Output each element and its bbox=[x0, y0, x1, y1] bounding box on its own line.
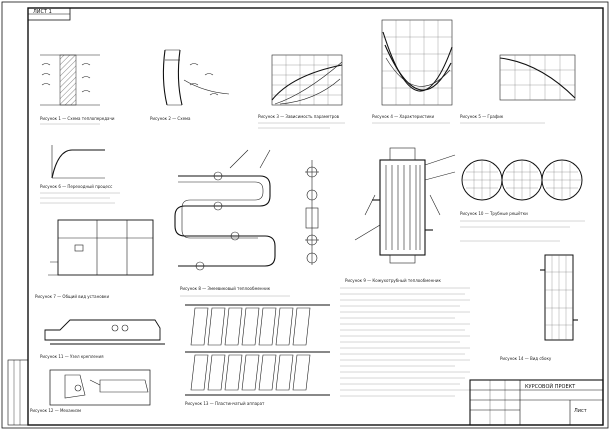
title-block: КУРСОВОЙ ПРОЕКТ Лист bbox=[469, 379, 604, 426]
caption-wall-left: Рисунок 1 — Схема теплопередачи bbox=[40, 116, 115, 121]
figure-wall-mid: Рисунок 2 — Схема bbox=[150, 49, 230, 121]
caption-curves-b: Рисунок 4 — Характеристики bbox=[372, 114, 434, 119]
caption-wall-mid: Рисунок 2 — Схема bbox=[150, 116, 191, 121]
corner-label: ЛИСТ 1 bbox=[33, 9, 52, 15]
figure-mechanism: Рисунок 12 — Механизм bbox=[30, 369, 151, 413]
description-lines bbox=[340, 287, 470, 397]
figure-plates: Рисунок 13 — Пластинчатый аппарат bbox=[185, 304, 330, 406]
binding-strip bbox=[7, 359, 29, 426]
figure-tubesheets: Рисунок 10 — Трубные решётки bbox=[460, 159, 585, 242]
figure-step: Рисунок 6 — Переходный процесс bbox=[40, 145, 120, 204]
stamp-sheet: Лист bbox=[574, 408, 587, 414]
caption-mech: Рисунок 12 — Механизм bbox=[30, 408, 81, 413]
figure-curve-c: Рисунок 5 — График bbox=[460, 54, 576, 124]
figure-block-unit: Рисунок 7 — Общий вид установки bbox=[35, 219, 154, 299]
caption-coil: Рисунок 8 — Змеевиковый теплообменник bbox=[180, 286, 271, 291]
caption-step: Рисунок 6 — Переходный процесс bbox=[40, 184, 112, 189]
figure-side-view: Рисунок 14 — Вид сбоку bbox=[500, 254, 578, 361]
caption-block: Рисунок 7 — Общий вид установки bbox=[35, 294, 109, 299]
inner-frame bbox=[27, 7, 604, 426]
caption-curves-a: Рисунок 3 — Зависимость параметров bbox=[258, 114, 340, 119]
corner-label-box: ЛИСТ 1 bbox=[27, 7, 71, 21]
figure-wall-left: Рисунок 1 — Схема теплопередачи bbox=[40, 54, 115, 125]
figure-shell-tube: Рисунок 9 — Кожухотрубный теплообменник bbox=[345, 147, 456, 283]
caption-curve-c: Рисунок 5 — График bbox=[460, 114, 504, 119]
caption-shell: Рисунок 9 — Кожухотрубный теплообменник bbox=[345, 278, 441, 283]
caption-bar: Рисунок 11 — Узел крепления bbox=[40, 354, 104, 359]
caption-side: Рисунок 14 — Вид сбоку bbox=[500, 356, 552, 361]
figure-chain bbox=[305, 160, 319, 265]
figure-curves-a: Рисунок 3 — Зависимость параметров bbox=[258, 54, 345, 129]
caption-plates: Рисунок 13 — Пластинчатый аппарат bbox=[185, 401, 265, 406]
stamp-title: КУРСОВОЙ ПРОЕКТ bbox=[525, 383, 576, 390]
caption-tubesheets: Рисунок 10 — Трубные решётки bbox=[460, 211, 528, 216]
figure-curves-b: Рисунок 4 — Характеристики bbox=[372, 19, 453, 124]
figure-bar: Рисунок 11 — Узел крепления bbox=[40, 319, 165, 359]
figure-coil: Рисунок 8 — Змеевиковый теплообменник bbox=[174, 149, 290, 297]
